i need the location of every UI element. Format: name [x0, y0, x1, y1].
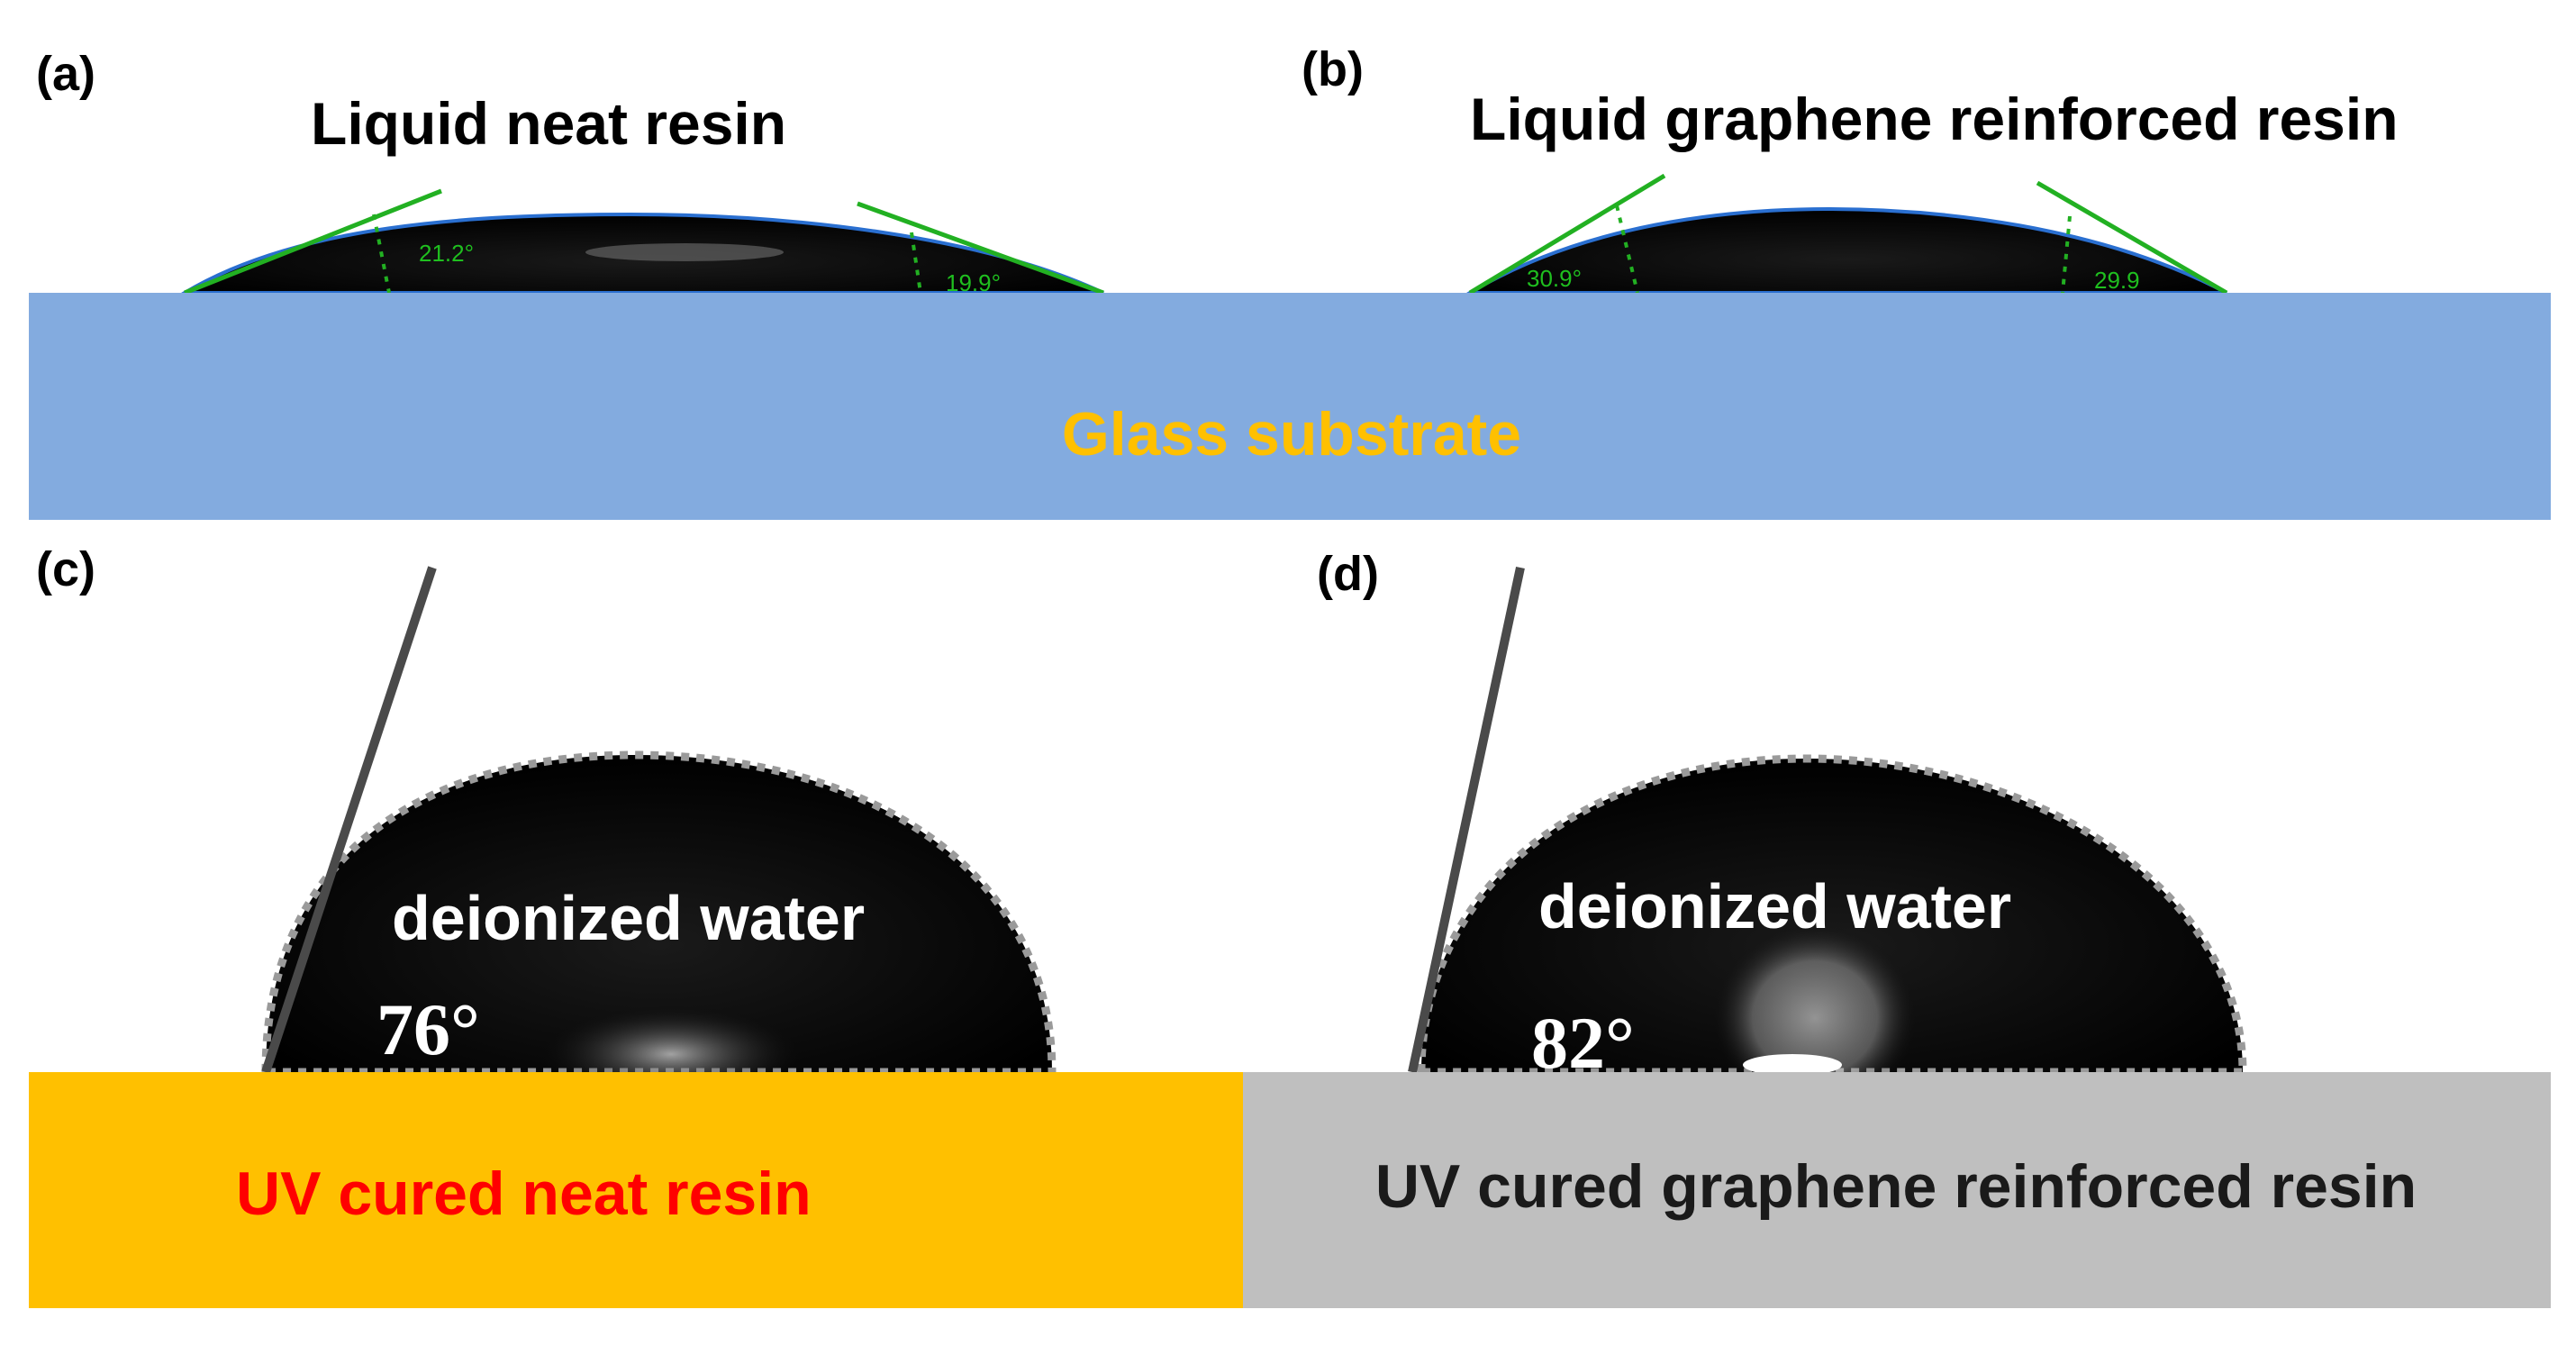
drop-highlight-d [1743, 1054, 1842, 1076]
angle-label-right-b: 29.9 [2094, 267, 2140, 294]
panel-b: (b) Liquid graphene reinforced resin 30.… [1302, 42, 2399, 296]
water-droplet-d [1417, 754, 2247, 1077]
angle-label-left-b: 30.9° [1527, 265, 1582, 292]
panel-a: (a) Liquid neat resin 21.2° 19.9° [36, 47, 1104, 296]
glass-substrate-label: Glass substrate [1062, 400, 1521, 468]
angle-guide-right-b [2061, 215, 2072, 294]
substrate-label-c: UV cured neat resin [236, 1160, 812, 1228]
panel-label-d: (d) [1317, 547, 1379, 601]
panel-label-c: (c) [36, 542, 95, 596]
liquid-resin-drop-b [1463, 206, 2227, 295]
panel-title-a: Liquid neat resin [311, 90, 786, 157]
dispensing-needle-c [261, 566, 437, 1074]
tangent-line-right-b [2036, 180, 2228, 296]
angle-guide-right-a [910, 232, 922, 294]
drop-highlight-a [585, 243, 784, 261]
tangent-line-right-a [857, 201, 1104, 296]
angle-guide-left-a [372, 214, 391, 294]
panel-d: (d) deionized water 82° UV cured graphen… [1243, 547, 2551, 1308]
substrate-label-d: UV cured graphene reinforced resin [1375, 1152, 2417, 1221]
panel-label-a: (a) [36, 47, 95, 101]
graphene-resin-substrate [1243, 1072, 2551, 1308]
angle-guide-left-b [1615, 205, 1639, 294]
tangent-line-left-b [1468, 173, 1666, 296]
angle-label-right-a: 19.9° [946, 269, 1001, 296]
drop-label-c: deionized water [392, 883, 865, 953]
panel-title-b: Liquid graphene reinforced resin [1470, 86, 2399, 152]
angle-label-left-a: 21.2° [419, 240, 474, 267]
panel-label-b: (b) [1302, 42, 1364, 96]
tangent-line-left-a [184, 188, 442, 296]
water-droplet-c [261, 750, 1057, 1077]
contact-angle-c: 76° [376, 988, 480, 1070]
glass-substrate [29, 293, 2551, 520]
neat-resin-substrate [29, 1072, 1243, 1308]
contact-angle-d: 82° [1531, 1002, 1635, 1084]
panel-c: (c) deionized water 76° UV cured neat re… [29, 542, 1243, 1308]
dispensing-needle-d [1408, 566, 1525, 1074]
drop-label-d: deionized water [1538, 871, 2011, 941]
